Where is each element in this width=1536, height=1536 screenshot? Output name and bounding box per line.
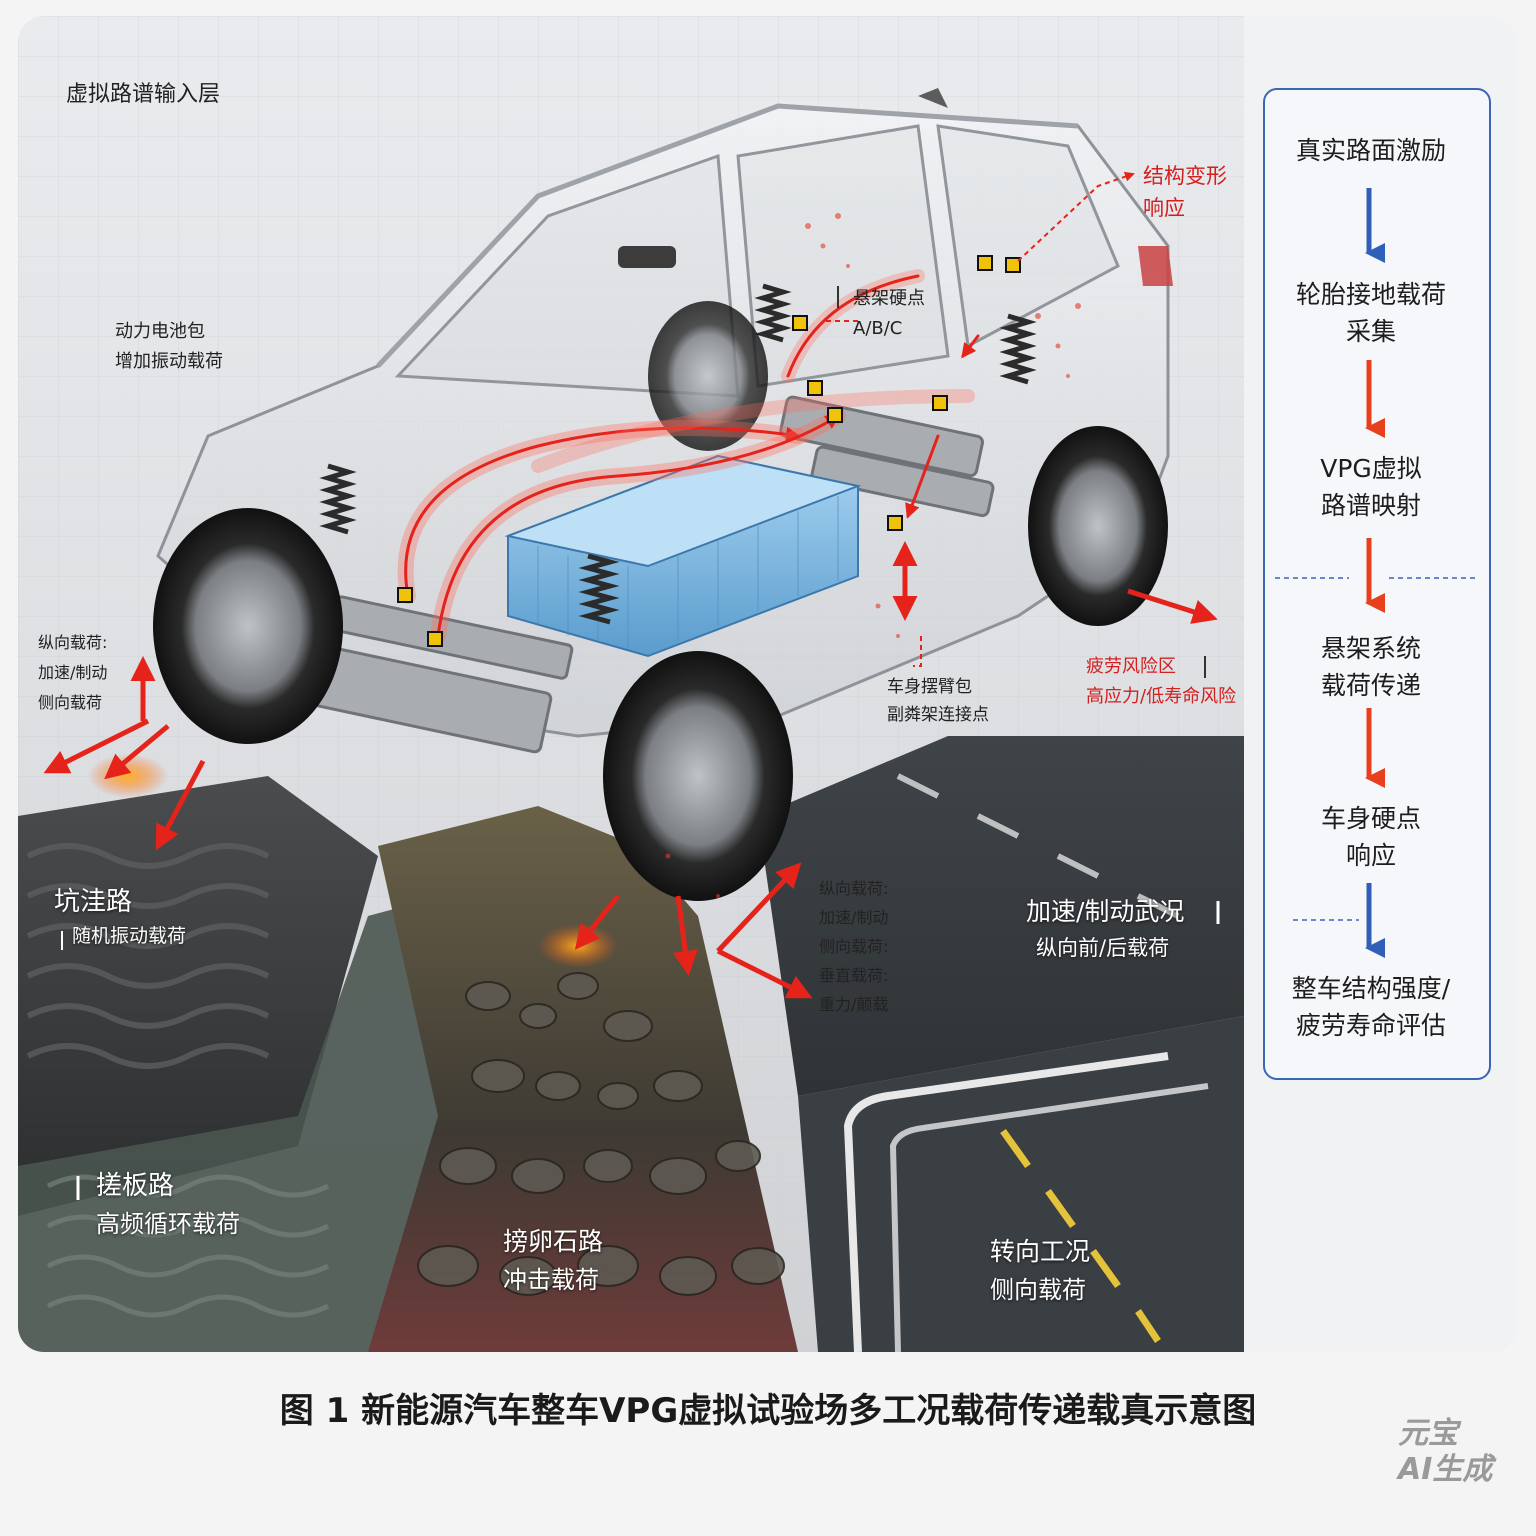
sensor-marker-icon (887, 515, 903, 531)
road-zone-pothole: 坑洼路 随机振动载荷 (54, 887, 187, 947)
tail-light (1138, 246, 1173, 286)
sensor-marker-icon (932, 395, 948, 411)
load-arrow-icon (104, 724, 170, 780)
flow-step-2: 轮胎接地载荷 采集 (1295, 280, 1446, 346)
flow-step-1: 真实路面激励 (1295, 136, 1446, 165)
front-right-wheel (603, 651, 793, 901)
left-wheel-load-annotation: 纵向载荷: 加速/制动 侧向载荷 (38, 633, 108, 712)
force-arrows (43, 541, 1218, 999)
flow-step-6: 整车结构强度/ 疲劳寿命评估 (1291, 974, 1451, 1040)
accel-brake-road-surface (758, 736, 1244, 1096)
load-arrow-icon (574, 894, 620, 950)
ai-generated-watermark: 元宝 AI生成 (1398, 1416, 1493, 1487)
sensor-marker-icon (792, 315, 808, 331)
flow-step-3: VPG虚拟 路谱映射 (1320, 454, 1422, 520)
load-arrow-icon (1127, 588, 1218, 624)
fatigue-risk-annotation: 疲劳风险区 高应力/低寿命风险 (1086, 656, 1237, 707)
load-arrow-icon (716, 862, 802, 953)
hardpoint-annotation: 悬架硬点 A/B/C (853, 288, 925, 339)
body-hardpoint-annotation: 车身摆臂包 副粦架连接点 (887, 677, 989, 725)
stress-speckles (665, 213, 1081, 898)
flow-step-5: 车身硬点 响应 (1320, 804, 1421, 870)
cobblestone-road-surface (368, 806, 798, 1352)
pothole-road-surface (18, 776, 378, 1216)
sensor-marker-icon (977, 255, 993, 271)
sensor-marker-icon (807, 380, 823, 396)
road-zone-cobblestone: 搒卵石路 冲击载荷 (503, 1227, 604, 1294)
road-zone-steering: 转向工况 侧向载荷 (990, 1237, 1091, 1304)
road-surfaces (18, 736, 1244, 1352)
rear-left-wheel (648, 301, 768, 451)
right-wheel-load-annotation: 纵向载荷: 加速/制动 侧向载荷: 垂直载荷: 重力/颠载 (819, 879, 889, 1014)
front-left-wheel (153, 508, 343, 744)
rearview-mirror (618, 246, 676, 268)
sensor-marker-icon (427, 631, 443, 647)
road-zone-accel-brake: 加速/制动武况 纵向前/后载荷 (1026, 897, 1185, 960)
sensor-marker-icon (1005, 257, 1021, 273)
layer-label: 虚拟路谱输入层 (66, 82, 221, 107)
sensor-markers (397, 255, 1021, 647)
scene-illustration (18, 16, 1338, 1352)
load-arrow-icon (43, 718, 150, 774)
road-zone-washboard: 搓板路 高频循环载荷 (96, 1171, 240, 1238)
sensor-marker-icon (397, 587, 413, 603)
load-arrow-icon (716, 948, 813, 999)
load-arrow-icon (155, 759, 206, 851)
wheels (153, 301, 1168, 901)
load-arrow-icon (672, 895, 698, 976)
antenna (918, 88, 948, 108)
battery-annotation: 动力电池包 增加振动载荷 (115, 321, 223, 372)
flow-step-4: 悬架系统 载荷传递 (1320, 634, 1421, 700)
deformation-annotation: 结构变形 响应 (1143, 164, 1227, 220)
rear-right-wheel (1028, 426, 1168, 626)
load-flow-paths (397, 269, 980, 644)
coil-springs (319, 283, 1037, 625)
sensor-marker-icon (827, 407, 843, 423)
flow-arrows (1275, 188, 1478, 958)
figure-caption: 图 1 新能源汽车整车VPG虚拟试验场多工况载荷传递载真示意图 (279, 1391, 1257, 1431)
